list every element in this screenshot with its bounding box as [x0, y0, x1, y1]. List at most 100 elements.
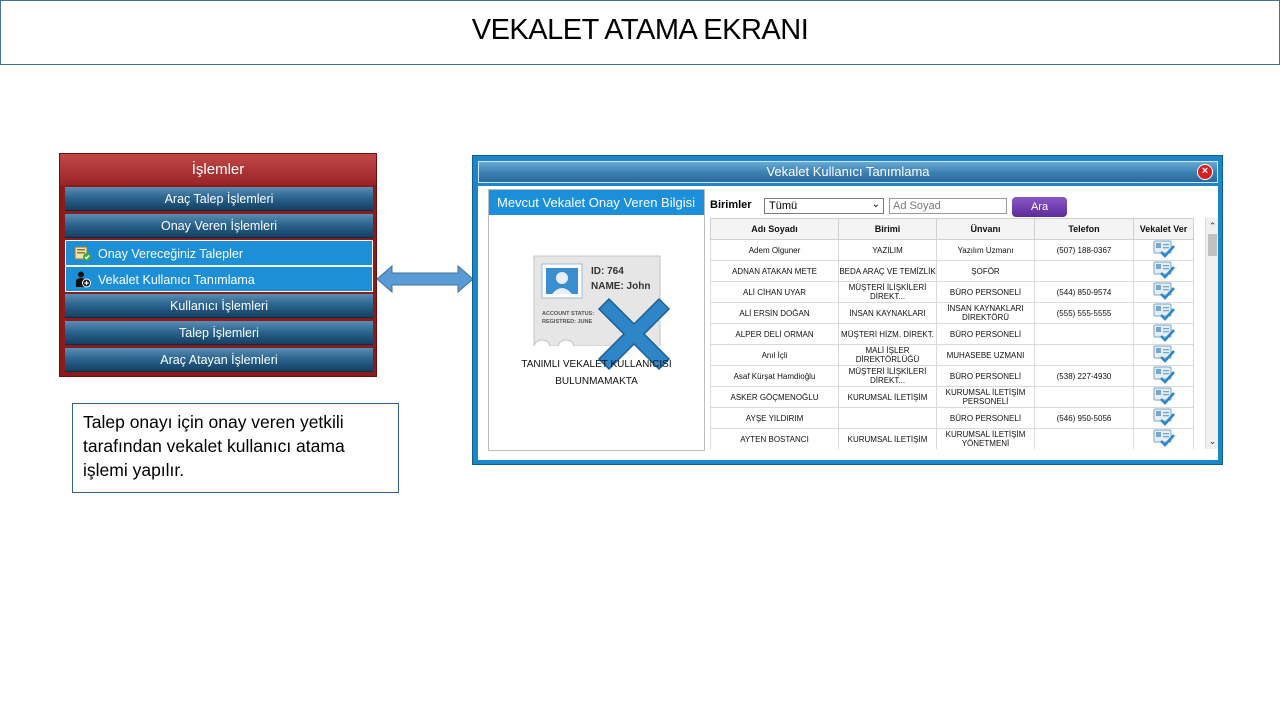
cell-title: Yazılım Uzmanı	[936, 239, 1035, 261]
units-label: Birimler	[710, 199, 752, 211]
explanation-note: Talep onayı için onay veren yetkili tara…	[72, 403, 399, 493]
cell-name: AYTEN BOSTANCI	[710, 428, 839, 449]
cell-name: ALİ CİHAN UYAR	[710, 281, 839, 303]
cell-phone	[1034, 260, 1134, 282]
menu-item-onay-veren[interactable]: Onay Veren İşlemleri	[65, 214, 373, 238]
cell-unit: KURUMSAL İLETİŞİM	[838, 386, 937, 408]
cell-vekalet-ver[interactable]	[1133, 386, 1194, 408]
scroll-thumb[interactable]	[1208, 234, 1217, 256]
column-header[interactable]: Birimi	[838, 218, 937, 240]
double-arrow-icon	[376, 264, 474, 294]
cell-unit: MÜŞTERİ İLİŞKİLERİ DİREKT...	[838, 365, 937, 387]
assign-proxy-icon[interactable]	[1153, 387, 1175, 405]
cell-phone	[1034, 323, 1134, 345]
assign-proxy-icon[interactable]	[1153, 429, 1175, 447]
cell-phone: (507) 188-0367	[1034, 239, 1134, 261]
card-registered: REGISTRED: JUNE	[542, 319, 592, 325]
cell-unit: YAZILIM	[838, 239, 937, 261]
cell-title: ŞOFÖR	[936, 260, 1035, 282]
cell-vekalet-ver[interactable]	[1133, 302, 1194, 324]
assign-proxy-icon[interactable]	[1153, 303, 1175, 321]
cell-title: İNSAN KAYNAKLARI DİREKTÖRÜ	[936, 302, 1035, 324]
cell-vekalet-ver[interactable]	[1133, 365, 1194, 387]
submenu-item-onay-talepler[interactable]: Onay Vereceğiniz Talepler	[65, 240, 373, 266]
column-header[interactable]: Adı Soyadı	[710, 218, 839, 240]
assign-proxy-icon[interactable]	[1153, 366, 1175, 384]
cell-name: ASKER GÖÇMENOĞLU	[710, 386, 839, 408]
cell-name: Asaf Kürşat Hamdioğlu	[710, 365, 839, 387]
cell-title: KURUMSAL İLETİŞİM PERSONELİ	[936, 386, 1035, 408]
dialog-title-bar: Vekalet Kullanıcı Tanımlama ×	[478, 161, 1218, 183]
name-search-input[interactable]: Ad Soyad	[889, 198, 1007, 214]
menu-header: İşlemler	[60, 154, 376, 185]
no-proxy-line1: TANIMLI VEKALET KULLANICISI	[521, 359, 672, 370]
units-select[interactable]: Tümü ⌄	[764, 198, 884, 214]
cell-unit: MALİ İŞLER DİREKTÖRLÜĞÜ	[838, 344, 937, 366]
submenu-item-vekalet-tanimlama[interactable]: Vekalet Kullanıcı Tanımlama	[65, 266, 373, 292]
page-title: VEKALET ATAMA EKRANI	[471, 14, 809, 46]
cell-name: Adem Olguner	[710, 239, 839, 261]
column-header[interactable]: Telefon	[1034, 218, 1134, 240]
cell-vekalet-ver[interactable]	[1133, 281, 1194, 303]
cell-name: ALİ ERSİN DOĞAN	[710, 302, 839, 324]
column-header[interactable]: Ünvanı	[936, 218, 1035, 240]
menu-item-arac-talep[interactable]: Araç Talep İşlemleri	[65, 187, 373, 211]
cell-phone	[1034, 428, 1134, 449]
menu-item-talep[interactable]: Talep İşlemleri	[65, 321, 373, 345]
operations-menu: İşlemler Araç Talep İşlemleri Onay Veren…	[59, 153, 377, 377]
cell-name: Anıl İçli	[710, 344, 839, 366]
assign-proxy-icon[interactable]	[1153, 261, 1175, 279]
cell-title: BÜRO PERSONELİ	[936, 323, 1035, 345]
cell-vekalet-ver[interactable]	[1133, 344, 1194, 366]
cell-vekalet-ver[interactable]	[1133, 239, 1194, 261]
card-status: ACCOUNT STATUS:	[542, 311, 594, 317]
assign-proxy-icon[interactable]	[1153, 240, 1175, 258]
cell-phone: (544) 850-9574	[1034, 281, 1134, 303]
table-header-row: Adı Soyadı Birimi Ünvanı Telefon Vekalet…	[710, 218, 1194, 240]
menu-item-arac-atayan[interactable]: Araç Atayan İşlemleri	[65, 348, 373, 372]
cell-phone: (546) 950-5056	[1034, 407, 1134, 429]
x-mark-icon	[597, 297, 671, 371]
cell-unit: KURUMSAL İLETİŞİM	[838, 428, 937, 449]
assign-proxy-icon[interactable]	[1153, 345, 1175, 363]
cell-vekalet-ver[interactable]	[1133, 323, 1194, 345]
cell-title: KURUMSAL İLETİŞİM YÖNETMENİ	[936, 428, 1035, 449]
card-id: ID: 764	[591, 266, 624, 277]
scroll-down-icon[interactable]: ⌄	[1208, 436, 1217, 446]
assign-proxy-icon[interactable]	[1153, 408, 1175, 426]
cell-vekalet-ver[interactable]	[1133, 407, 1194, 429]
cell-vekalet-ver[interactable]	[1133, 260, 1194, 282]
user-table: Adı Soyadı Birimi Ünvanı Telefon Vekalet…	[710, 218, 1206, 449]
assign-proxy-icon[interactable]	[1153, 282, 1175, 300]
close-icon[interactable]: ×	[1197, 164, 1213, 180]
cell-unit: BEDA ARAÇ VE TEMİZLİK	[838, 260, 937, 282]
assign-proxy-icon[interactable]	[1153, 324, 1175, 342]
cell-title: BÜRO PERSONELİ	[936, 407, 1035, 429]
menu-item-kullanici[interactable]: Kullanıcı İşlemleri	[65, 294, 373, 318]
dialog-body: Mevcut Vekalet Onay Veren Bilgisi ID: 76…	[478, 186, 1218, 460]
vekalet-dialog: Vekalet Kullanıcı Tanımlama × Mevcut Vek…	[472, 155, 1223, 465]
cell-vekalet-ver[interactable]	[1133, 428, 1194, 449]
cell-phone: (538) 227-4930	[1034, 365, 1134, 387]
cell-unit: MÜŞTERİ İLİŞKİLERİ DİREKT...	[838, 281, 937, 303]
search-button[interactable]: Ara	[1012, 197, 1067, 217]
cell-unit	[838, 407, 937, 429]
submenu-label: Onay Vereceğiniz Talepler	[98, 247, 243, 261]
title-banner: VEKALET ATAMA EKRANI	[0, 0, 1280, 65]
cell-name: ALPER DELİ ORMAN	[710, 323, 839, 345]
approve-list-icon	[74, 246, 91, 261]
table-scrollbar[interactable]: ⌃ ⌄	[1205, 218, 1218, 449]
column-header[interactable]: Vekalet Ver	[1133, 218, 1194, 240]
no-proxy-message: TANIMLI VEKALET KULLANICISI BULUNMAMAKTA	[489, 356, 704, 390]
scroll-up-icon[interactable]: ⌃	[1208, 221, 1217, 231]
